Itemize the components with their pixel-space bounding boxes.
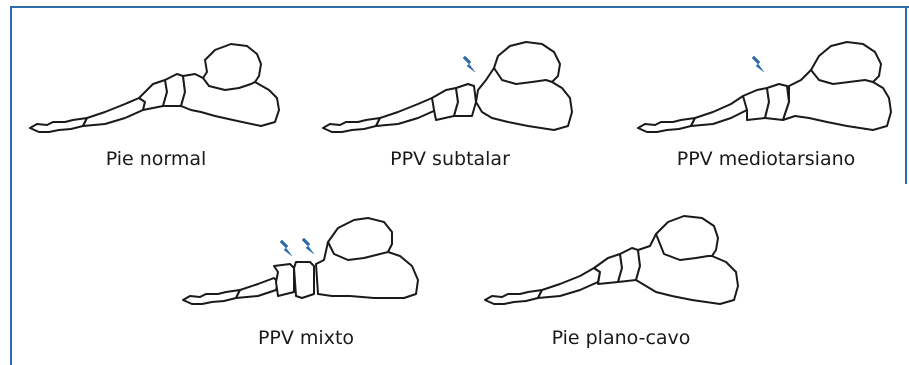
- foot-plano-cavo-diagram: [480, 212, 750, 312]
- foot-bones: [183, 218, 418, 304]
- panel-label-normal: Pie normal: [106, 148, 207, 170]
- foot-subtalar-diagram: [318, 40, 578, 140]
- foot-mediotarsiano-diagram: [633, 40, 893, 140]
- foot-bones: [638, 42, 891, 132]
- lightning-bolt-icon: [302, 238, 314, 254]
- frame-border-left: [10, 6, 12, 365]
- panel-label-subtalar: PPV subtalar: [390, 148, 510, 170]
- foot-normal-diagram: [25, 40, 285, 140]
- lightning-bolt-icon: [463, 56, 475, 72]
- frame-border-top: [10, 6, 909, 8]
- foot-mixto-diagram: [178, 212, 448, 312]
- frame-border-right: [905, 6, 907, 184]
- panel-label-mixto: PPV mixto: [258, 327, 354, 349]
- panel-label-mediotarsiano: PPV mediotarsiano: [677, 148, 856, 170]
- foot-bones: [485, 216, 738, 304]
- foot-bones: [30, 44, 279, 132]
- lightning-bolt-icon: [280, 240, 292, 256]
- lightning-bolt-icon: [752, 56, 764, 72]
- panel-label-plano-cavo: Pie plano-cavo: [552, 327, 691, 349]
- foot-bones: [323, 42, 572, 132]
